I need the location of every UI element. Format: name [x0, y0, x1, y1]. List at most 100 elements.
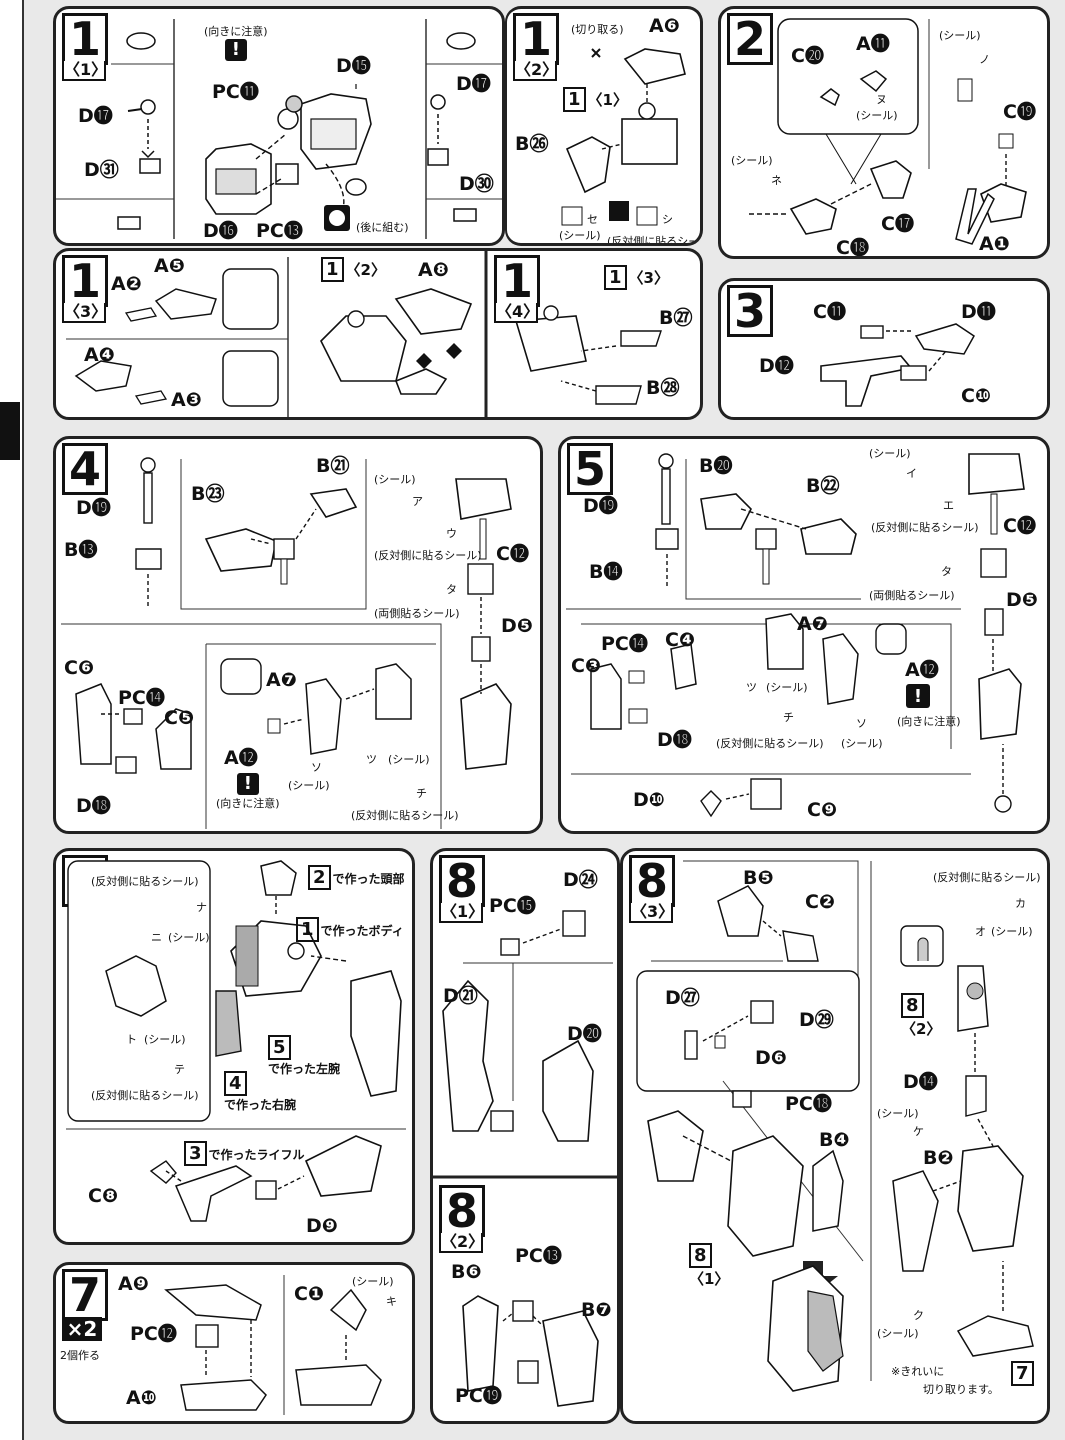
part-label-b28: B㉘: [646, 377, 680, 399]
part-label-a7: A❼: [266, 669, 297, 691]
panel-step-2: 2 C⓴ A⓫ ヌ (シール) (シール) ノ C⓳ (シール) ネ C⓱ C⓲…: [718, 6, 1050, 259]
seal-ta: タ: [941, 565, 952, 578]
part-label-b13: B⓭: [64, 539, 98, 561]
panel-step-6: 6 (反対側に貼るシール) ナ ニ (シール) ト (シール) テ (反対側に貼…: [53, 848, 415, 1245]
part-illustration: [66, 860, 406, 1222]
part-illustration: [561, 48, 686, 226]
part-label-b22: B㉒: [806, 475, 840, 497]
ref-step-8-1: 8〈1〉: [689, 1243, 729, 1289]
part-label-c20: C⓴: [791, 45, 824, 67]
part-illustration: !: [566, 453, 1025, 818]
seal-chi: チ: [416, 787, 427, 800]
part-label-a8: A❽: [418, 259, 449, 281]
warning-icon: !: [224, 39, 247, 61]
step-number: 3: [727, 285, 773, 337]
seal-note-2: (シール): [939, 29, 981, 42]
part-label-c5: C❺: [164, 707, 195, 729]
seal-note-2: (シール): [144, 1033, 186, 1046]
part-illustration: [164, 1275, 382, 1415]
panel-step-1-1: 1 〈1〉 D⓱ D㉛ (向きに注意): [53, 6, 505, 246]
part-label-a9: A❾: [118, 1273, 149, 1295]
ref-sub: 〈1〉: [689, 1270, 730, 1288]
panel-step-5: 5 ! D⓳ B⓮ B⓴ B㉒ (シール: [558, 436, 1050, 834]
part-label-b4: B❹: [819, 1129, 850, 1151]
ref-num: 3: [184, 1141, 207, 1166]
seal-so: ソ: [311, 761, 322, 774]
seal-note: (シール): [559, 229, 601, 242]
part-label-d16: D⓰: [203, 220, 238, 242]
seal-ka: カ: [1015, 897, 1026, 910]
svg-text:!: !: [914, 686, 922, 707]
part-label-pcf: PC⓯: [489, 895, 536, 917]
part-label-a10: A❿: [126, 1387, 157, 1409]
part-label-pcd: PC⓭: [256, 220, 303, 242]
panel-step-7: 7 ×2 2個作る A❾ PC⓬ A❿ C❶ (シール) キ: [53, 1262, 415, 1424]
part-label-d9: D❾: [306, 1215, 338, 1237]
later-assembly-note: (後に組む): [356, 221, 409, 234]
seal-o: オ: [975, 925, 986, 938]
part-label-b6: B❻: [451, 1261, 482, 1283]
ref-num: 2: [308, 865, 331, 890]
seal-ni: ニ: [151, 931, 162, 944]
ref-num: 8: [901, 993, 924, 1018]
part-label-c3: C❸: [571, 655, 602, 677]
part-label-b21: B㉑: [316, 455, 350, 477]
part-label-d12: D⓬: [759, 355, 794, 377]
ref-text: で作った右腕: [224, 1098, 297, 1112]
part-illustration: [66, 251, 662, 417]
reverse-seal-note-2: (反対側に貼るシール): [351, 809, 459, 822]
ref-left-arm: 5 で作った左腕: [268, 1035, 340, 1077]
panel-step-3: 3 C⓫ D⓫ D⓬ C❿: [718, 278, 1050, 420]
seal-note: (シール): [168, 931, 210, 944]
part-label-pcn: PC⓮: [601, 633, 648, 655]
part-label-c4: C❹: [665, 629, 696, 651]
part-label-d6: D❻: [755, 1047, 787, 1069]
part-label-b7: B❼: [581, 1299, 612, 1321]
step-number: 5: [567, 443, 613, 495]
ref-step-1-2: 1〈2〉: [321, 257, 386, 282]
reverse-seal-note: (反対側に貼るシール): [933, 871, 1041, 884]
part-label-b14: B⓮: [589, 561, 623, 583]
ref-sub: 〈1〉: [587, 91, 628, 109]
seal-note-3: (シール): [388, 753, 430, 766]
part-label-c1: C❶: [294, 1283, 325, 1305]
part-label-d11: D⓫: [961, 301, 996, 323]
panel-step-8-1: 8 〈1〉 PC⓯ D㉔ D㉑ D⓴ 8 〈2〉 PC⓭ B❻ B❼ PC⓳: [430, 848, 620, 1424]
part-label-d5: D❺: [501, 615, 533, 637]
ref-num: 5: [268, 1035, 291, 1060]
warning-icon: !: [236, 773, 259, 795]
part-label-a6: A❻: [649, 15, 680, 37]
ref-text: で作った左腕: [268, 1062, 341, 1076]
step-number: 2: [727, 13, 773, 65]
ref-step-8-2: 8〈2〉: [901, 993, 941, 1039]
part-label-a1: A❶: [979, 233, 1010, 255]
ref-sub: 〈2〉: [901, 1020, 942, 1038]
step-number: 4: [62, 443, 108, 495]
seal-a: ア: [412, 495, 423, 508]
seal-note-2: (シール): [877, 1107, 919, 1120]
part-label-b26: B㉖: [515, 133, 549, 155]
step-number-1-4: 1: [494, 255, 540, 307]
part-label-pcn: PC⓮: [118, 687, 165, 709]
clean-cut-note-2: 切り取ります。: [923, 1383, 999, 1396]
part-label-d14: D⓮: [903, 1071, 938, 1093]
part-label-c2: C❷: [805, 891, 836, 913]
part-label-c10: C❿: [961, 385, 992, 407]
reverse-seal-note: (反対側に貼るシール): [374, 549, 482, 562]
seal-note-3: (シール): [841, 737, 883, 750]
part-label-d17: D⓱: [78, 105, 113, 127]
part-label-d17b: D⓱: [456, 73, 491, 95]
part-label-c11: C⓫: [813, 301, 846, 323]
seal-no: ノ: [979, 53, 990, 66]
part-label-b23: B㉓: [191, 483, 225, 505]
part-label-pcb: PC⓭: [515, 1245, 562, 1267]
reverse-seal-note-2: (反対側に貼るシール): [716, 737, 824, 750]
ref-text: で作ったボディ: [320, 924, 404, 938]
reverse-seal-note-2: (反対側に貼るシール): [91, 1089, 199, 1102]
multiply-badge: ×2: [62, 1317, 102, 1341]
part-label-d27: D㉗: [665, 987, 700, 1009]
step-sub: 〈1〉: [62, 60, 108, 81]
part-label-d19: D⓳: [76, 497, 111, 519]
